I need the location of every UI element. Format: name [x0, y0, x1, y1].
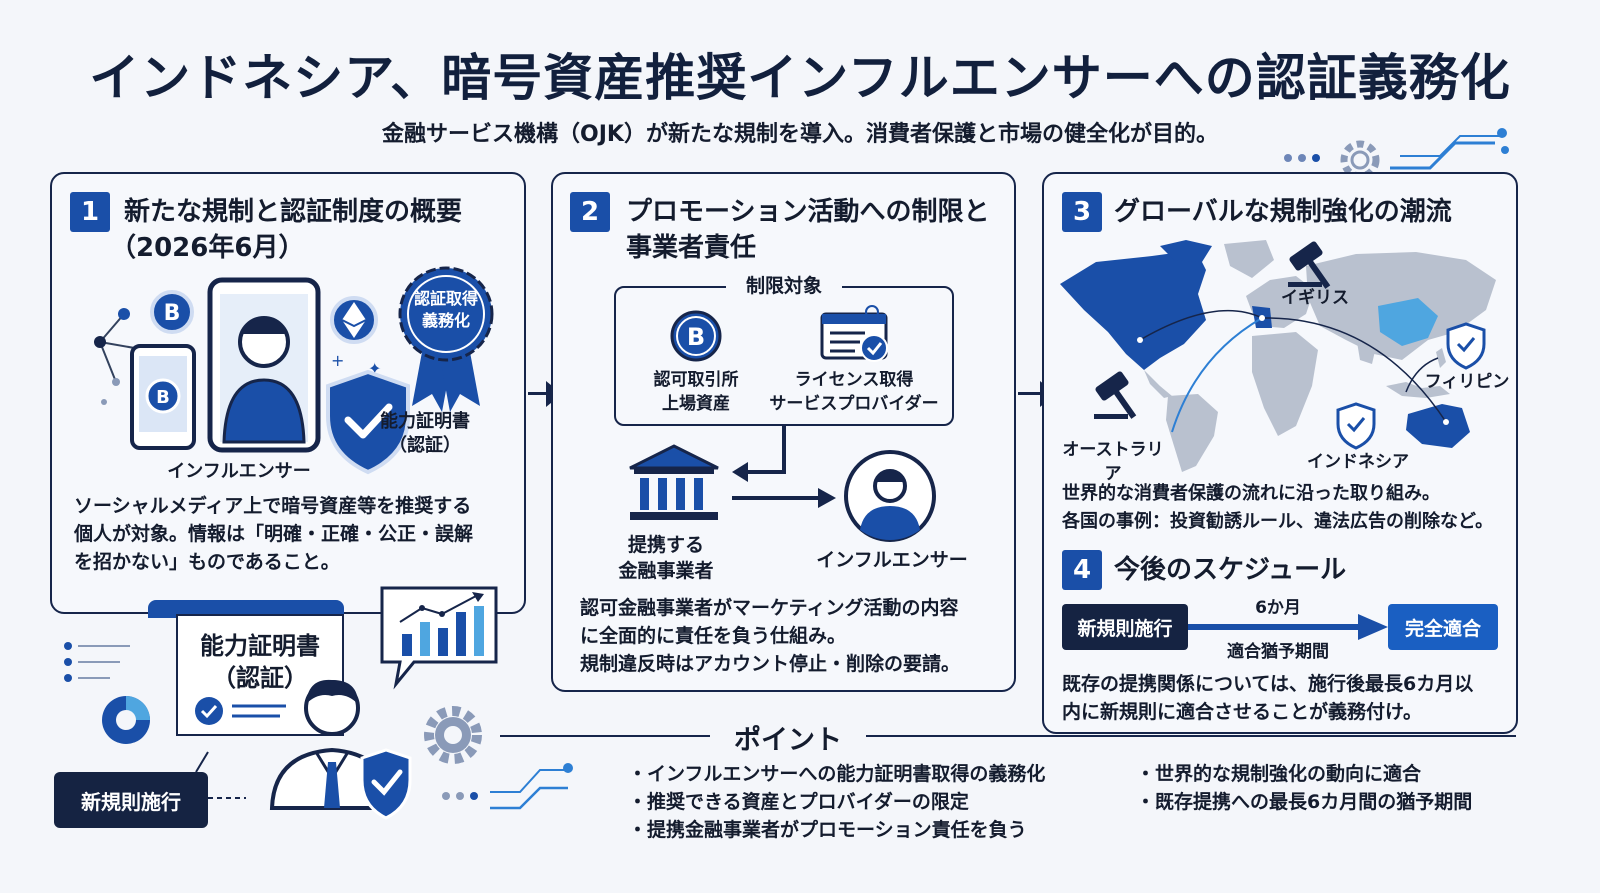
point-item: ・推奨できる資産とプロバイダーの限定 — [628, 791, 969, 813]
bank-label-line2: 金融事業者 — [618, 560, 714, 582]
panel4-desc-line2: 内に新規則に適合させることが義務付け。 — [1062, 701, 1423, 723]
panel2-desc-line2: に全面的に責任を負う仕組み。 — [580, 625, 847, 647]
certificate-line2: （認証） — [212, 664, 308, 692]
panel3-desc-line1: 世界的な消費者保護の流れに沿った取り組み。 — [1062, 483, 1440, 504]
svg-text:+: + — [331, 351, 344, 370]
cert-label: 能力証明書 （認証） — [370, 410, 480, 458]
header-decoration-icon — [1284, 128, 1509, 180]
panel4-title: 今後のスケジュール — [1114, 555, 1347, 585]
points-list-right: ・世界的な規制強化の動向に適合 ・既存提携への最長6カ月間の猶予期間 — [1136, 760, 1536, 816]
schedule-end-label: 完全適合 — [1388, 604, 1498, 650]
restricted-item-exchange: 認可取引所 上場資産 — [626, 368, 766, 416]
flow-arrow-2-line — [1018, 392, 1042, 395]
restricted-icons: B — [670, 305, 888, 362]
badge-text: 認証取得 義務化 — [406, 288, 486, 332]
cert-label-line1: 能力証明書 — [380, 411, 470, 432]
panel1-desc-line2: 個人が対象。情報は「明確・正確・公正・誤解 — [74, 523, 474, 545]
schedule-arrow — [1188, 614, 1388, 640]
panel-promotion-restrictions — [551, 172, 1016, 692]
svg-text:B: B — [687, 323, 705, 351]
restricted-label: 制限対象 — [726, 274, 842, 298]
influencer-illustration: B B + ✦ — [94, 266, 494, 475]
panel2-desc-line1: 認可金融事業者がマーケティング活動の内容 — [580, 597, 959, 619]
map-label-australia: オーストラリア — [1062, 440, 1164, 484]
world-map — [1060, 240, 1496, 472]
restricted-item1-line1: 認可取引所 — [653, 370, 739, 390]
point-item: ・世界的な規制強化の動向に適合 — [1136, 763, 1422, 785]
businessman-illustration — [269, 679, 412, 820]
new-rule-badge: 新規則施行 — [54, 772, 208, 828]
badge-line1: 認証取得 — [413, 289, 478, 308]
panel4-description: 既存の提携関係については、施行後最長6カ月以 内に新規則に適合させることが義務付… — [1062, 670, 1512, 726]
influencer-label-panel1: インフルエンサー — [167, 461, 311, 482]
schedule-period-top: 6か月 — [1255, 598, 1301, 618]
panel2-title-line2: 事業者責任 — [626, 233, 757, 263]
panel4-number: 4 — [1062, 550, 1102, 590]
map-label-uk: イギリス — [1281, 288, 1349, 308]
points-title: ポイント — [734, 725, 842, 756]
certificate-line1: 能力証明書 — [200, 632, 320, 660]
panel1-title-line1: 新たな規制と認証制度の概要 — [124, 197, 463, 227]
point-item: ・インフルエンサーへの能力証明書取得の義務化 — [628, 763, 1046, 785]
restricted-item2-line2: サービスプロバイダー — [769, 394, 939, 414]
map-label-indonesia: インドネシア — [1307, 452, 1409, 472]
panel2-description: 認可金融事業者がマーケティング活動の内容 に全面的に責任を負う仕組み。 規制違反… — [580, 594, 1010, 678]
certificate-scroll-top — [148, 600, 344, 618]
page-subtitle: 金融サービス機構（OJK）が新たな規制を導入。消費者保護と市場の健全化が目的。 — [382, 122, 1218, 147]
gear-icon — [424, 706, 482, 764]
restricted-item2-line1: ライセンス取得 — [794, 370, 914, 390]
panel3-desc-line2: 各国の事例：投資勧誘ルール、違法広告の削除など。 — [1062, 511, 1494, 532]
point-item: ・既存提携への最長6カ月間の猶予期間 — [1136, 791, 1473, 813]
page-title: インドネシア、暗号資産推奨インフルエンサーへの認証義務化 — [89, 49, 1511, 107]
panel3-title: グローバルな規制強化の潮流 — [1114, 197, 1452, 227]
points-list-left: ・インフルエンサーへの能力証明書取得の義務化 ・推奨できる資産とプロバイダーの限… — [628, 760, 1128, 844]
cert-label-line2: （認証） — [389, 435, 461, 456]
schedule-period-bottom: 適合猶予期間 — [1227, 642, 1329, 662]
certificate-card-text: 能力証明書 （認証） — [180, 630, 340, 694]
panel1-desc-line1: ソーシャルメディア上で暗号資産等を推奨する — [74, 495, 472, 517]
analytics-decoration-icon — [64, 642, 150, 744]
badge-line2: 義務化 — [421, 311, 470, 330]
certificate-check-icon — [195, 697, 286, 725]
point-item: ・提携金融事業者がプロモーション責任を負う — [628, 819, 1027, 841]
panel3-description: 世界的な消費者保護の流れに沿った取り組み。 各国の事例：投資勧誘ルール、違法広告… — [1062, 480, 1512, 536]
svg-text:B: B — [164, 301, 181, 326]
map-label-philippines: フィリピン — [1424, 372, 1510, 392]
schedule-start-label: 新規則施行 — [1062, 604, 1188, 650]
panel2-desc-line3: 規制違反時はアカウント停止・削除の要請。 — [580, 653, 961, 675]
points-divider-right — [866, 735, 1516, 737]
circuit-decoration-icon — [195, 751, 573, 810]
growth-chart-icon — [380, 586, 498, 690]
panel1-title-line2: （2026年6月） — [110, 233, 305, 263]
panel4-desc-line1: 既存の提携関係については、施行後最長6カ月以 — [1062, 673, 1474, 695]
panel2-title-line1: プロモーション活動への制限と — [626, 197, 990, 227]
panel1-desc-line3: を招かない」ものであること。 — [74, 551, 340, 573]
svg-text:B: B — [156, 387, 170, 408]
bank-label-line1: 提携する — [627, 534, 704, 556]
restricted-item1-line2: 上場資産 — [662, 394, 730, 414]
bank-label: 提携する 金融事業者 — [606, 532, 726, 584]
influencer-label-panel2: インフルエンサー — [816, 549, 968, 571]
flow-arrow-1-line — [528, 392, 548, 395]
panel3-number: 3 — [1062, 192, 1102, 232]
points-divider-left — [500, 735, 710, 737]
responsibility-flow-diagram — [629, 426, 936, 542]
panel1-description: ソーシャルメディア上で暗号資産等を推奨する 個人が対象。情報は「明確・正確・公正… — [74, 492, 514, 576]
panel2-number: 2 — [570, 192, 610, 232]
restricted-item-provider: ライセンス取得 サービスプロバイダー — [764, 368, 944, 416]
panel1-number: 1 — [70, 192, 110, 232]
